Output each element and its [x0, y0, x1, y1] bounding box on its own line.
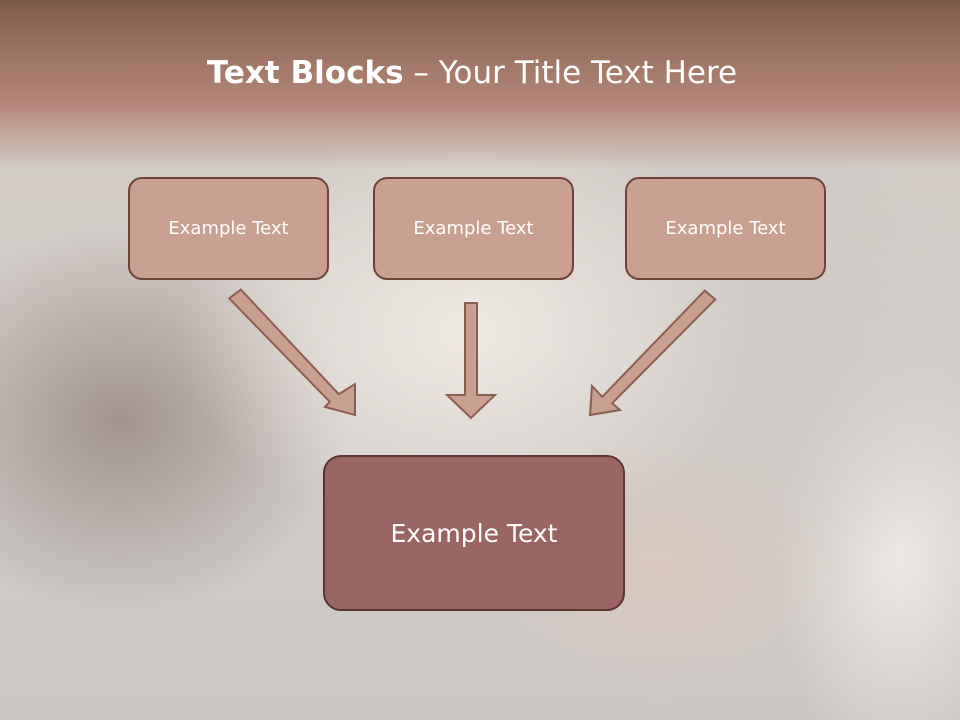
- text-block-2[interactable]: Example Text: [373, 177, 574, 280]
- arrow-left: [227, 288, 356, 417]
- text-block-3[interactable]: Example Text: [625, 177, 826, 280]
- text-block-1-label: Example Text: [168, 218, 289, 239]
- main-text-block-label: Example Text: [390, 518, 558, 548]
- text-block-2-label: Example Text: [413, 218, 534, 239]
- slide-title: Text Blocks – Your Title Text Here: [0, 55, 944, 91]
- arrow-right: [588, 289, 717, 417]
- text-block-3-label: Example Text: [665, 218, 786, 239]
- text-block-1[interactable]: Example Text: [128, 177, 329, 280]
- title-rest: – Your Title Text Here: [403, 55, 738, 91]
- arrow-center: [444, 302, 498, 420]
- title-bold: Text Blocks: [206, 55, 404, 91]
- main-text-block[interactable]: Example Text: [323, 455, 625, 611]
- header-band: [0, 0, 960, 170]
